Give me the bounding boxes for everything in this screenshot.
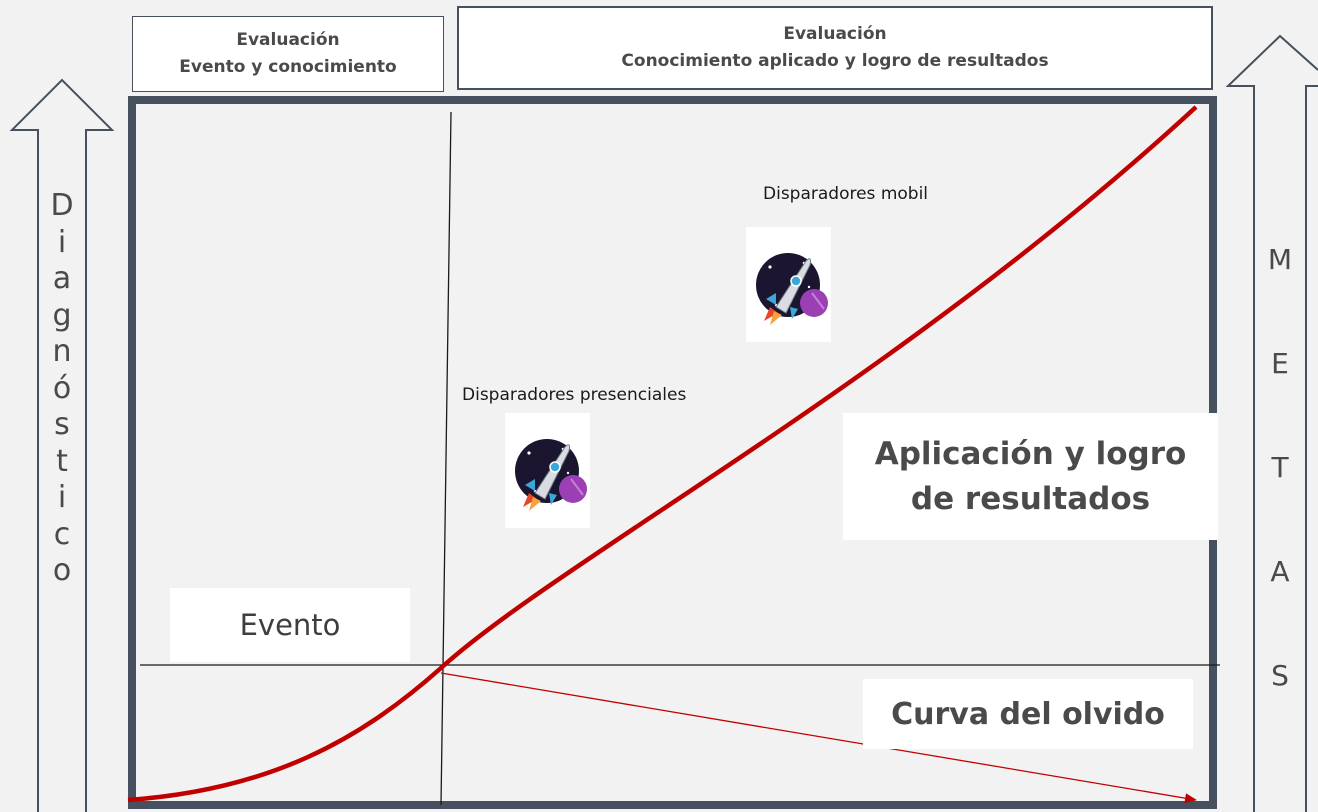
forgetting-curve-label: Curva del olvido <box>891 696 1165 732</box>
application-label-line1: Aplicación y logro <box>874 435 1187 472</box>
rocket-icon <box>505 413 590 528</box>
diagnostico-letter: t <box>56 443 68 479</box>
mobile-triggers-label: Disparadores mobil <box>763 184 929 204</box>
diagnostico-letter: i <box>57 224 67 260</box>
header-right-subtitle: Conocimiento aplicado y logro de resulta… <box>621 51 1049 71</box>
diagnostico-letter: s <box>54 407 70 442</box>
vertical-divider <box>440 111 452 806</box>
metas-letter: M <box>1267 243 1293 276</box>
header-event-knowledge: Evaluación Evento y conocimiento <box>132 16 444 92</box>
forgetting-curve-callout: Curva del olvido <box>863 679 1193 749</box>
metas-letter: T <box>1271 451 1289 484</box>
application-callout: Aplicación y logro de resultados <box>843 413 1218 540</box>
application-label-line2: de resultados <box>910 480 1151 517</box>
metas-letter: E <box>1271 347 1289 380</box>
forgetting-curve-line <box>440 672 1197 804</box>
header-right-title: Evaluación <box>783 24 887 44</box>
application-curve <box>127 105 1198 803</box>
diagnostico-letter: g <box>52 297 72 333</box>
diagnostico-letter: i <box>57 480 67 515</box>
rocket-icon <box>746 227 831 342</box>
header-left-subtitle: Evento y conocimiento <box>179 57 397 77</box>
diagnostico-letter: a <box>52 261 72 296</box>
diagnostico-letter: ó <box>52 370 72 406</box>
event-label: Evento <box>239 608 341 642</box>
diagnostico-letter: c <box>53 516 71 552</box>
metas-letter: A <box>1270 555 1290 588</box>
in-person-triggers-label: Disparadores presenciales <box>462 385 687 405</box>
metas-label: M E T A S <box>1254 208 1306 728</box>
diagnostico-letter: D <box>50 188 74 223</box>
event-callout: Evento <box>170 588 410 662</box>
metas-letter: S <box>1271 659 1289 692</box>
diagnostico-arrow <box>9 78 115 812</box>
metas-arrow <box>1225 34 1318 812</box>
header-left-title: Evaluación <box>236 30 340 50</box>
diagnostico-letter: o <box>52 553 72 588</box>
header-applied-knowledge: Evaluación Conocimiento aplicado y logro… <box>457 6 1213 90</box>
diagnostico-letter: n <box>52 334 72 369</box>
